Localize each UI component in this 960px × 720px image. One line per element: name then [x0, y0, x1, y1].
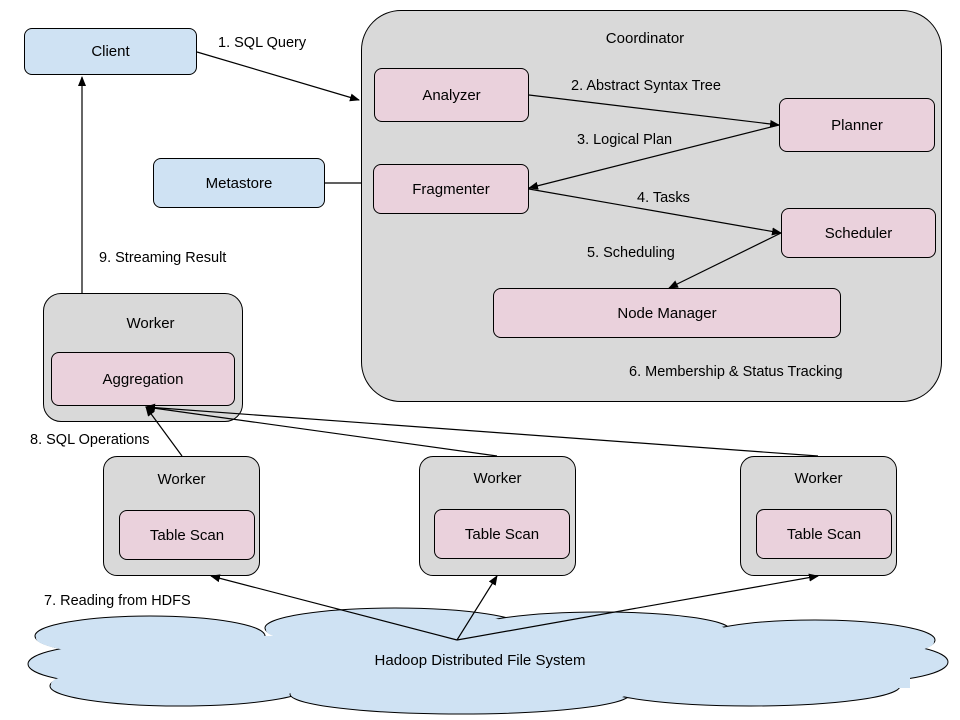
label-ast: 2. Abstract Syntax Tree [571, 78, 721, 94]
arrow-sqlops-3 [145, 403, 819, 457]
aggregation-box: Aggregation [51, 352, 235, 406]
arrow-sql-query [196, 51, 360, 102]
client-box: Client [24, 28, 197, 75]
label-streaming: 9. Streaming Result [99, 250, 227, 266]
hdfs-label: Hadoop Distributed File System [374, 652, 586, 669]
arrow-logical-plan [528, 124, 780, 190]
label-logical-plan: 3. Logical Plan [577, 132, 673, 148]
arrow-ast [528, 94, 780, 128]
scan-worker-1-title: Worker [157, 471, 206, 488]
scan-worker-2-title: Worker [473, 470, 522, 487]
arrow-sqlops-1 [145, 406, 183, 457]
coordinator-title: Coordinator [605, 30, 685, 47]
label-reading: 7. Reading from HDFS [44, 593, 191, 609]
label-scheduling: 5. Scheduling [587, 245, 675, 261]
label-tasks: 4. Tasks [637, 190, 690, 206]
metastore-box: Metastore [153, 158, 325, 208]
analyzer-box: Analyzer [374, 68, 529, 122]
aggregation-worker-title: Worker [126, 315, 175, 332]
label-sql-query: 1. SQL Query [218, 35, 307, 51]
planner-box: Planner [779, 98, 935, 152]
table-scan-3: Table Scan [756, 509, 892, 559]
scheduler-box: Scheduler [781, 208, 936, 258]
arrow-sqlops-2 [145, 404, 498, 457]
node-manager-box: Node Manager [493, 288, 841, 338]
arrow-tasks [528, 188, 782, 236]
label-sql-ops: 8. SQL Operations [30, 432, 150, 448]
table-scan-1: Table Scan [119, 510, 255, 560]
arrow-hdfs-1 [210, 574, 458, 641]
arrow-hdfs-2 [456, 575, 498, 641]
arrow-scheduling [668, 232, 782, 289]
scan-worker-3-title: Worker [794, 470, 843, 487]
label-membership: 6. Membership & Status Tracking [629, 364, 843, 380]
table-scan-2: Table Scan [434, 509, 570, 559]
arrow-hdfs-3 [456, 573, 819, 641]
